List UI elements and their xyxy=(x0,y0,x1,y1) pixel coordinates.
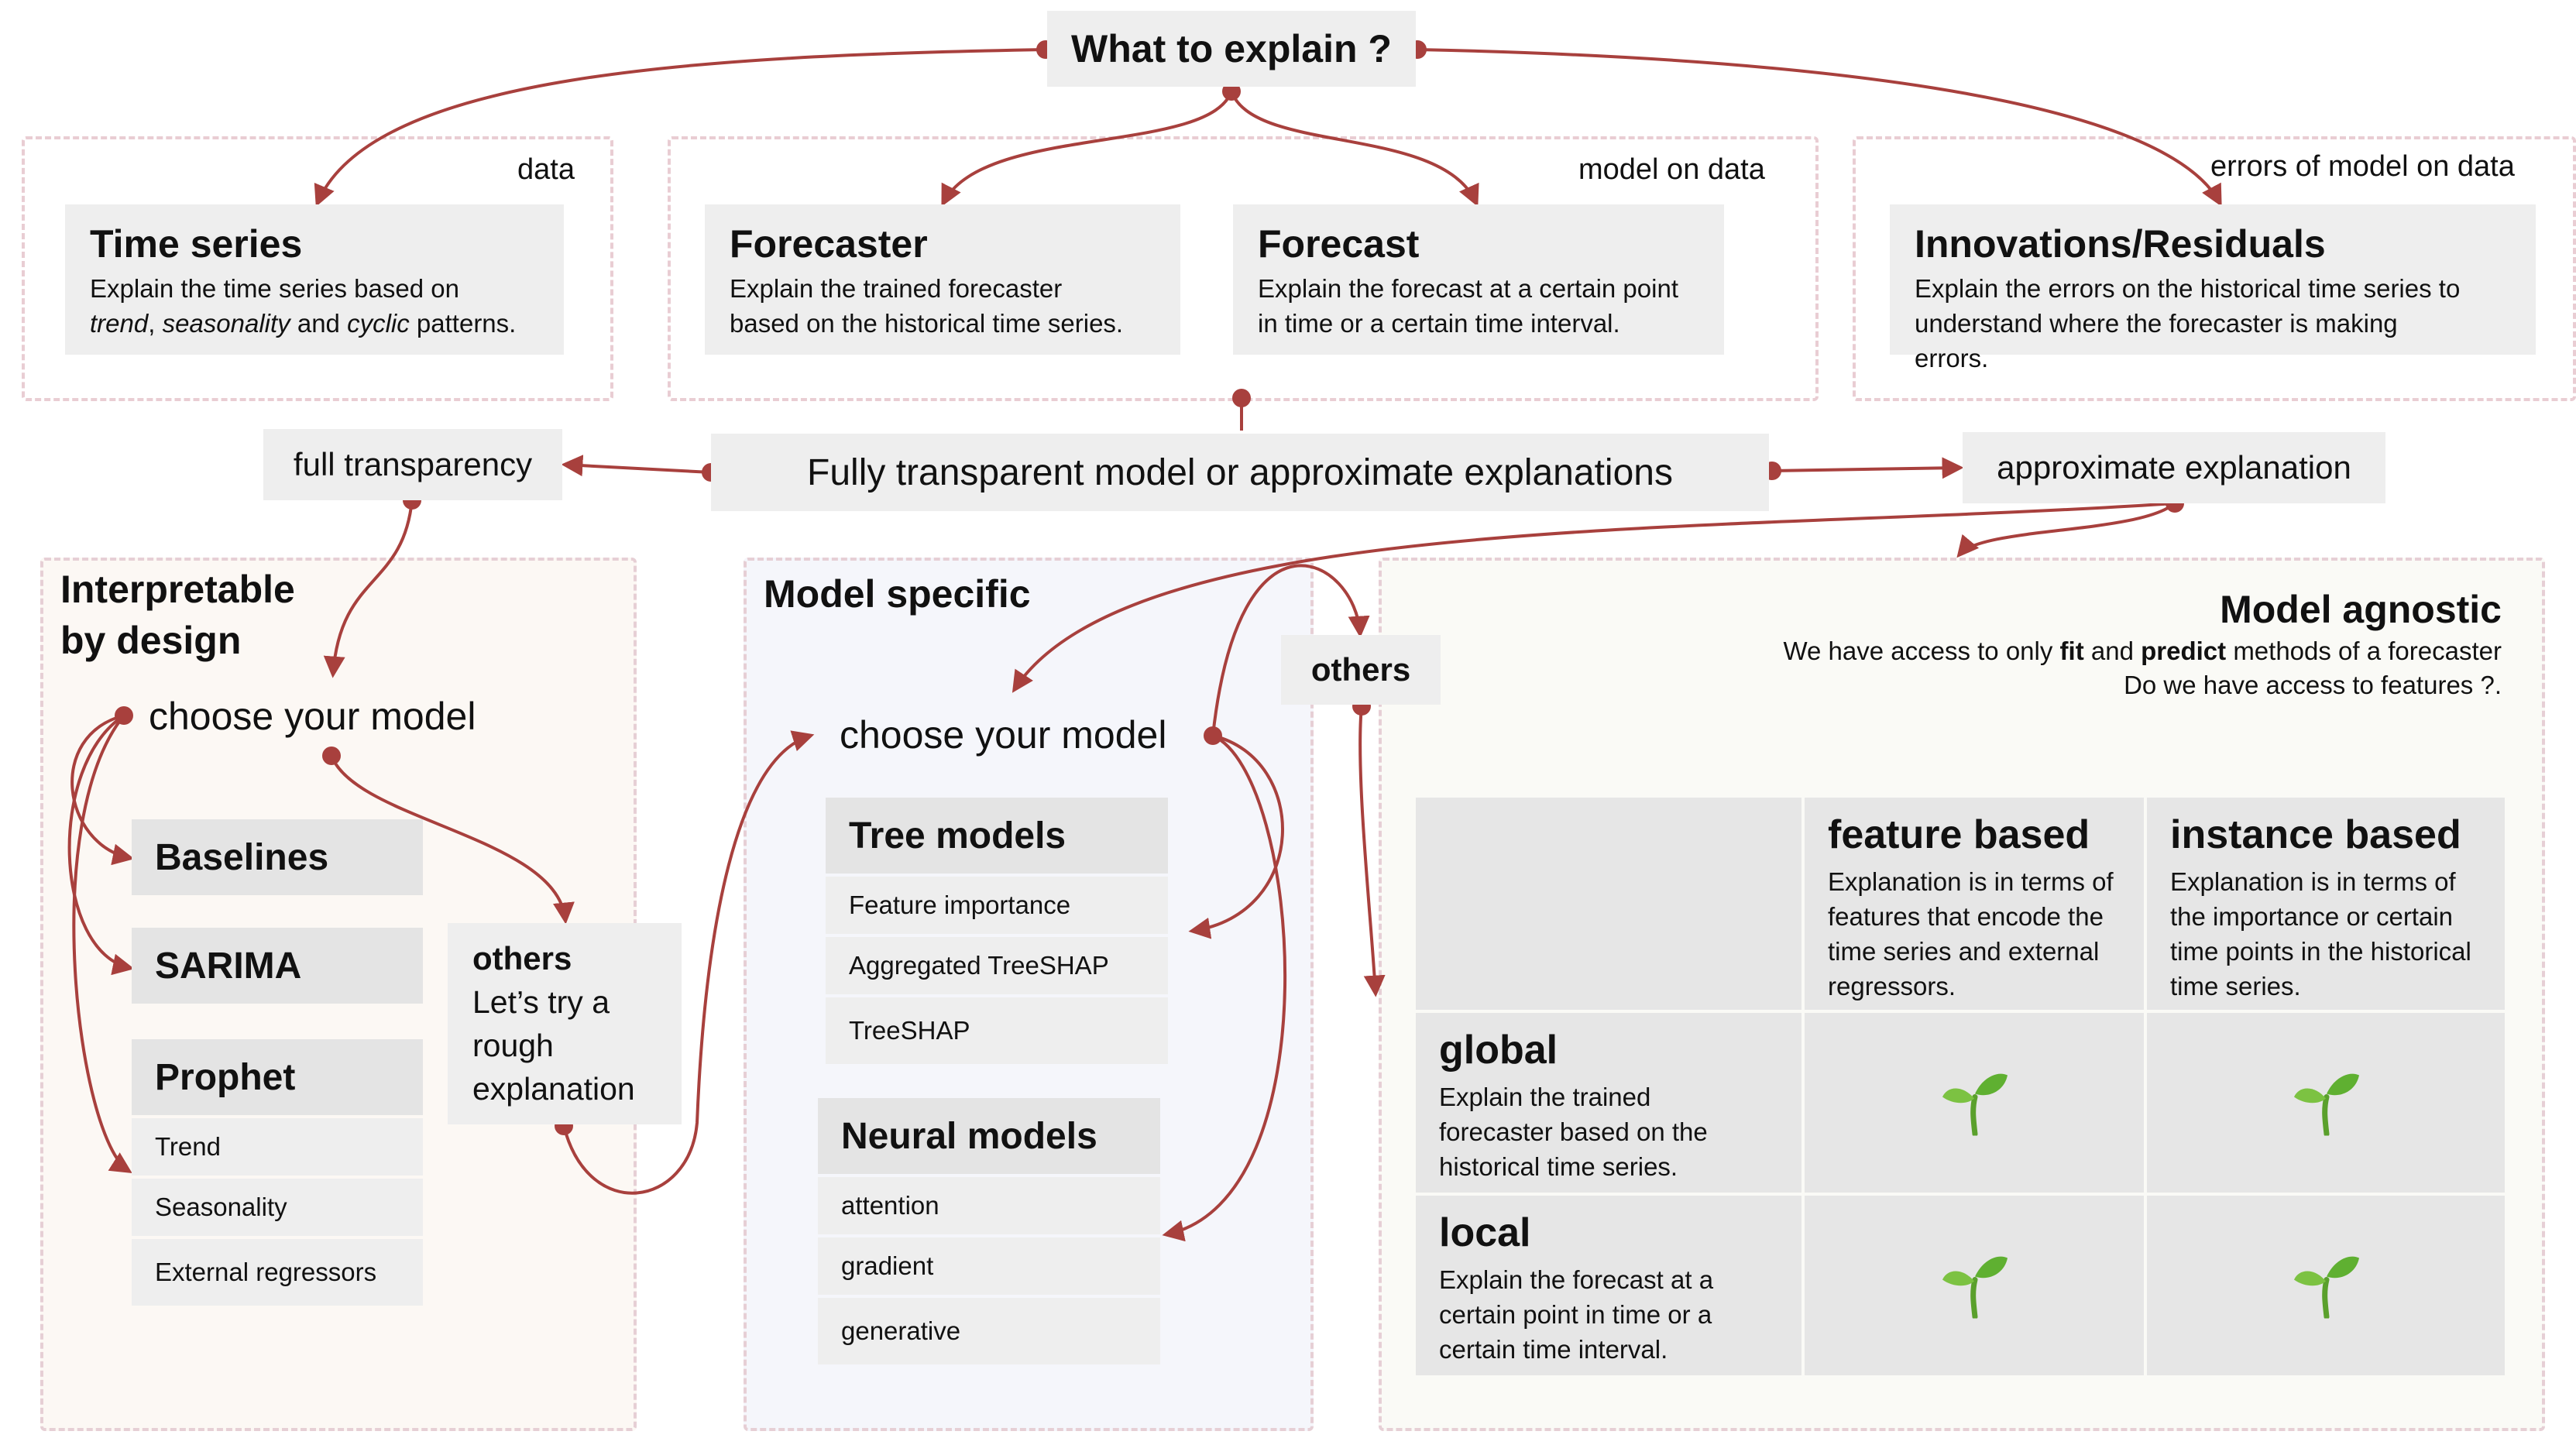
global-instance-cell xyxy=(2147,1013,2505,1193)
sarima-box: SARIMA xyxy=(132,928,423,1004)
model-agnostic-heading: Model agnostic xyxy=(2220,588,2502,631)
agnostic-line1-a: We have access to only xyxy=(1783,637,2053,665)
residuals-desc: Explain the errors on the historical tim… xyxy=(1915,274,2461,372)
baselines-box: Baselines xyxy=(132,819,423,895)
seedling-icon xyxy=(1939,1249,2009,1323)
instance-based-cell: instance based Explanation is in terms o… xyxy=(2147,798,2505,1010)
prophet-item-external-regressors: External regressors xyxy=(132,1239,423,1306)
time-series-card: Time series Explain the time series base… xyxy=(65,204,564,355)
neural-item-generative: generative xyxy=(818,1298,1160,1364)
model-specific-others: others xyxy=(1310,651,1411,688)
feature-based-title: feature based xyxy=(1828,812,2090,857)
prophet-box: Prophet xyxy=(132,1039,423,1115)
interpretable-choose: choose your model xyxy=(149,695,476,738)
others-rough-box: others Let’s try a rough explanation xyxy=(448,923,682,1124)
ts-desc-cyclic: cyclic xyxy=(347,309,410,338)
local-feature-cell xyxy=(1805,1196,2144,1375)
instance-based-title: instance based xyxy=(2170,812,2461,857)
middle-question-box: Fully transparent model or approximate e… xyxy=(711,434,1769,511)
tree-item-treeshap: TreeSHAP xyxy=(826,997,1168,1064)
neural-item-attention: attention xyxy=(818,1177,1160,1234)
prophet-item-trend: Trend xyxy=(132,1118,423,1176)
ts-desc-trend: trend xyxy=(90,309,149,338)
interpretable-heading: Interpretable by design xyxy=(60,568,295,662)
local-desc: Explain the forecast at a certain point … xyxy=(1439,1265,1714,1364)
feature-based-desc: Explanation is in terms of features that… xyxy=(1828,867,2114,1001)
model-specific-others-box: others xyxy=(1281,635,1441,705)
forecaster-title: Forecaster xyxy=(730,222,928,266)
time-series-desc: Explain the time series based on trend, … xyxy=(90,271,519,341)
ts-desc-1: Explain the time series based on xyxy=(90,274,459,303)
full-transparency-box: full transparency xyxy=(263,429,562,500)
forecaster-desc: Explain the trained forecaster based on … xyxy=(730,274,1124,338)
tree-models-box: Tree models xyxy=(826,798,1168,874)
matrix-corner-cell xyxy=(1416,798,1801,1010)
agnostic-line1-fit: fit xyxy=(2059,637,2084,665)
local-instance-cell xyxy=(2147,1196,2505,1375)
residuals-card: Innovations/Residuals Explain the errors… xyxy=(1890,204,2536,372)
arrow-others-to-matrix xyxy=(1358,705,1386,997)
approximate-explanation-box: approximate explanation xyxy=(1963,432,2385,503)
model-agnostic-line1: We have access to only fit and predict m… xyxy=(1783,637,2502,666)
data-label: data xyxy=(517,153,575,186)
arrow-to-full-transparency xyxy=(561,455,712,477)
forecast-card: Forecast Explain the forecast at a certa… xyxy=(1233,204,1724,355)
prophet-item-seasonality: Seasonality xyxy=(132,1179,423,1236)
neural-models-box: Neural models xyxy=(818,1098,1160,1174)
instance-based-desc: Explanation is in terms of the importanc… xyxy=(2170,867,2471,1001)
residuals-title: Innovations/Residuals xyxy=(1915,222,2326,266)
global-cell: global Explain the trained forecaster ba… xyxy=(1416,1013,1801,1193)
top-question-box: What to explain ? xyxy=(1047,11,1416,87)
agnostic-line1-and: and xyxy=(2090,637,2134,665)
neural-item-gradient: gradient xyxy=(818,1237,1160,1295)
seedling-icon xyxy=(1939,1066,2009,1140)
model-on-data-label: model on data xyxy=(1578,153,1765,186)
agnostic-line1-predict: predict xyxy=(2141,637,2227,665)
arrow-approx-to-agnostic xyxy=(1956,502,2176,558)
ts-desc-seasonality: seasonality xyxy=(162,309,290,338)
forecast-title: Forecast xyxy=(1258,222,1420,266)
approximate-explanation: approximate explanation xyxy=(1997,449,2351,486)
errors-label: errors of model on data xyxy=(2210,150,2515,183)
local-cell: local Explain the forecast at a certain … xyxy=(1416,1196,1801,1375)
forecaster-card: Forecaster Explain the trained forecaste… xyxy=(705,204,1180,355)
agnostic-line1-b: methods of a forecaster xyxy=(2233,637,2502,665)
top-question: What to explain ? xyxy=(1071,27,1392,70)
others-rough-title: others xyxy=(472,940,572,976)
full-transparency: full transparency xyxy=(293,446,533,482)
time-series-title: Time series xyxy=(90,222,303,266)
global-feature-cell xyxy=(1805,1013,2144,1193)
global-desc: Explain the trained forecaster based on … xyxy=(1439,1083,1708,1181)
model-specific-heading: Model specific xyxy=(764,572,1031,616)
tree-item-aggregated-treeshap: Aggregated TreeSHAP xyxy=(826,937,1168,994)
tree-item-feature-importance: Feature importance xyxy=(826,877,1168,934)
ts-desc-end: patterns. xyxy=(416,309,517,338)
ts-desc-sep: , xyxy=(148,309,156,338)
seedling-icon xyxy=(2291,1249,2361,1323)
others-rough-desc: Let’s try a rough explanation xyxy=(472,984,635,1107)
feature-based-cell: feature based Explanation is in terms of… xyxy=(1805,798,2144,1010)
arrow-to-approximate xyxy=(1771,457,1964,479)
global-title: global xyxy=(1439,1028,1558,1073)
seedling-icon xyxy=(2291,1066,2361,1140)
middle-question: Fully transparent model or approximate e… xyxy=(807,451,1673,493)
local-title: local xyxy=(1439,1210,1531,1255)
model-specific-choose: choose your model xyxy=(840,713,1167,757)
ts-desc-and: and xyxy=(297,309,340,338)
model-agnostic-line2: Do we have access to features ?. xyxy=(2124,671,2502,699)
forecast-desc: Explain the forecast at a certain point … xyxy=(1258,274,1678,338)
